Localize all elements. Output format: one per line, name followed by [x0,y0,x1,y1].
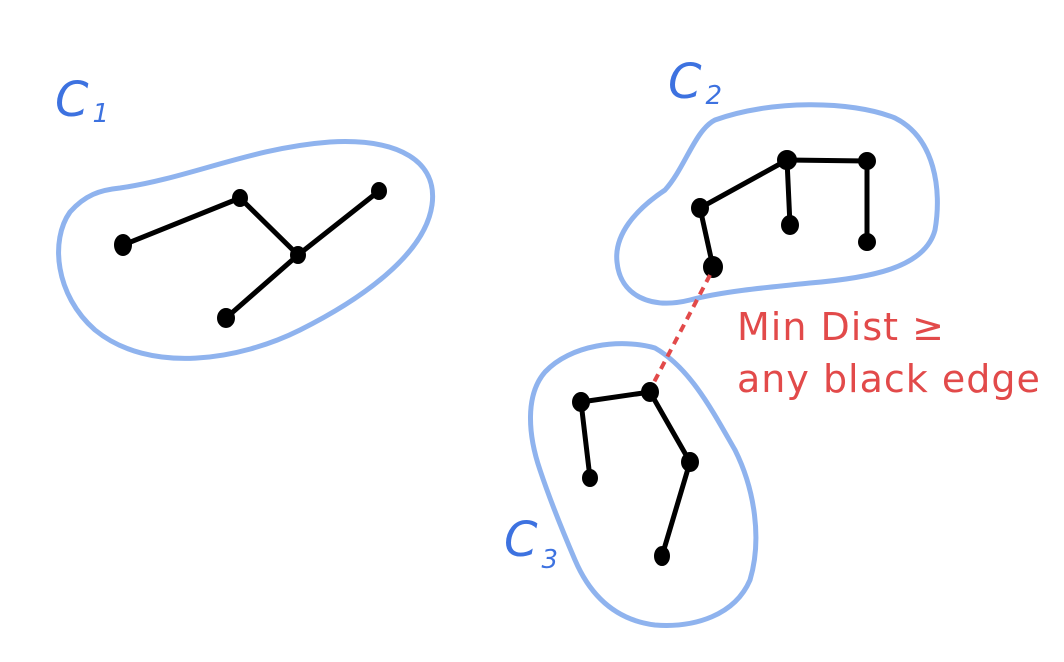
cluster-2-edge [697,157,790,211]
cluster-1-edge [120,195,243,248]
cluster-1-node [371,182,387,200]
cluster-2-edge [784,157,870,164]
cluster-3-edge [578,399,593,481]
cluster-2 [614,102,940,306]
cluster-2-node [781,215,799,235]
cluster-3 [528,341,759,628]
cluster-3-outline [528,341,759,628]
annotation-line-1: Min Dist ≥ [737,305,945,349]
cluster-3-node [654,546,670,566]
cluster-3-edge [659,459,693,559]
cluster-3-edge [578,389,653,405]
cluster-1-outline [56,139,436,361]
cluster-1-node [232,189,248,207]
cluster-1-node [290,246,306,264]
cluster-3-edge [647,389,693,465]
cluster-2-edge [784,157,793,228]
cluster-1 [56,139,436,361]
min-distance-link [650,274,712,387]
cluster-2-node [691,198,709,218]
cluster-3-node [582,469,598,487]
cluster-3-node [641,382,659,402]
cluster-1-edge [295,188,382,258]
cluster-2-node [703,256,723,278]
cluster-2-node [858,152,876,170]
cluster-1-node [217,308,235,328]
annotation-line-2: any black edge [737,357,1041,401]
cluster-3-node [681,452,699,472]
cluster-1-edge [223,252,301,321]
cluster-2-outline [614,102,940,306]
cluster-2-node [858,233,876,251]
cluster-3-node [572,392,590,412]
cluster-2-node [777,150,797,170]
cluster-1-edge [237,195,301,258]
cluster-1-node [114,234,132,256]
